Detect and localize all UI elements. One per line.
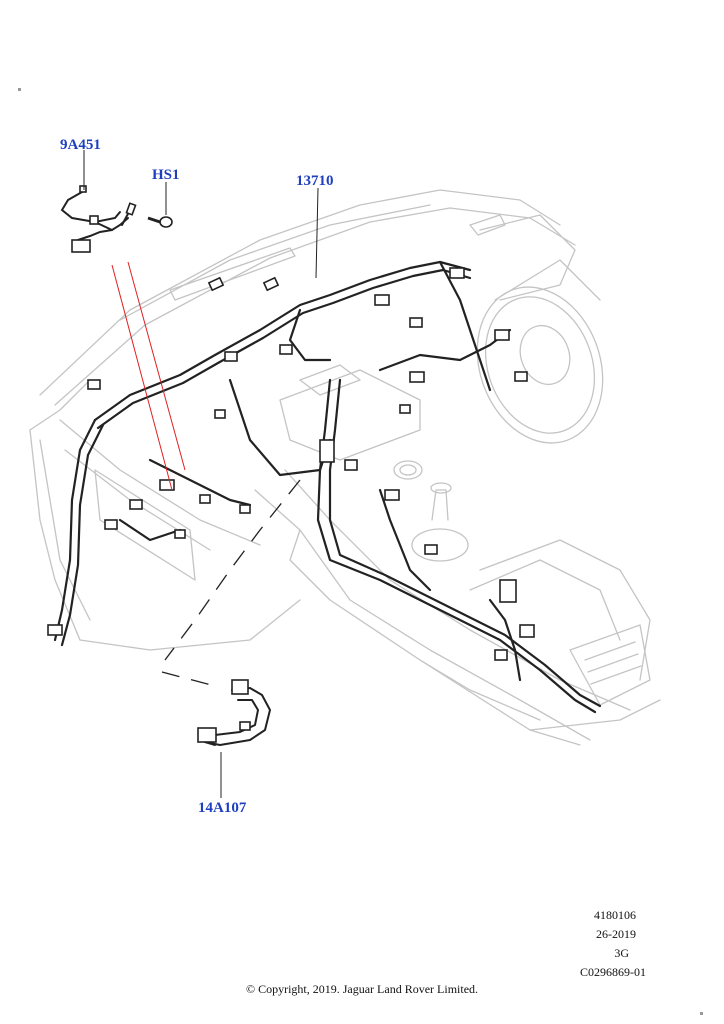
dashed-location-line	[161, 479, 301, 687]
reference-code-2: 26-2019	[596, 927, 636, 941]
callout-13710[interactable]: 13710	[296, 173, 334, 189]
callout-14a107[interactable]: 14A107	[198, 800, 247, 816]
corner-crop-mark	[18, 88, 21, 91]
leader-lines	[83, 150, 319, 798]
reference-code-1: 4180106	[594, 908, 636, 922]
reference-code-3: 3G	[614, 946, 629, 960]
illustration-id: C0296869-01	[580, 965, 646, 979]
location-leader-lines	[111, 261, 186, 491]
hs1-screw	[147, 216, 173, 228]
callout-hs1[interactable]: HS1	[152, 167, 180, 183]
harness-connectors	[47, 267, 535, 661]
copyright-notice: © Copyright, 2019. Jaguar Land Rover Lim…	[245, 982, 479, 996]
main-harness-13710	[53, 260, 602, 714]
part-14a107-connectors	[197, 679, 251, 743]
part-9a451-connectors	[71, 185, 137, 253]
corner-crop-mark	[700, 1012, 703, 1015]
callout-9a451[interactable]: 9A451	[60, 137, 101, 153]
